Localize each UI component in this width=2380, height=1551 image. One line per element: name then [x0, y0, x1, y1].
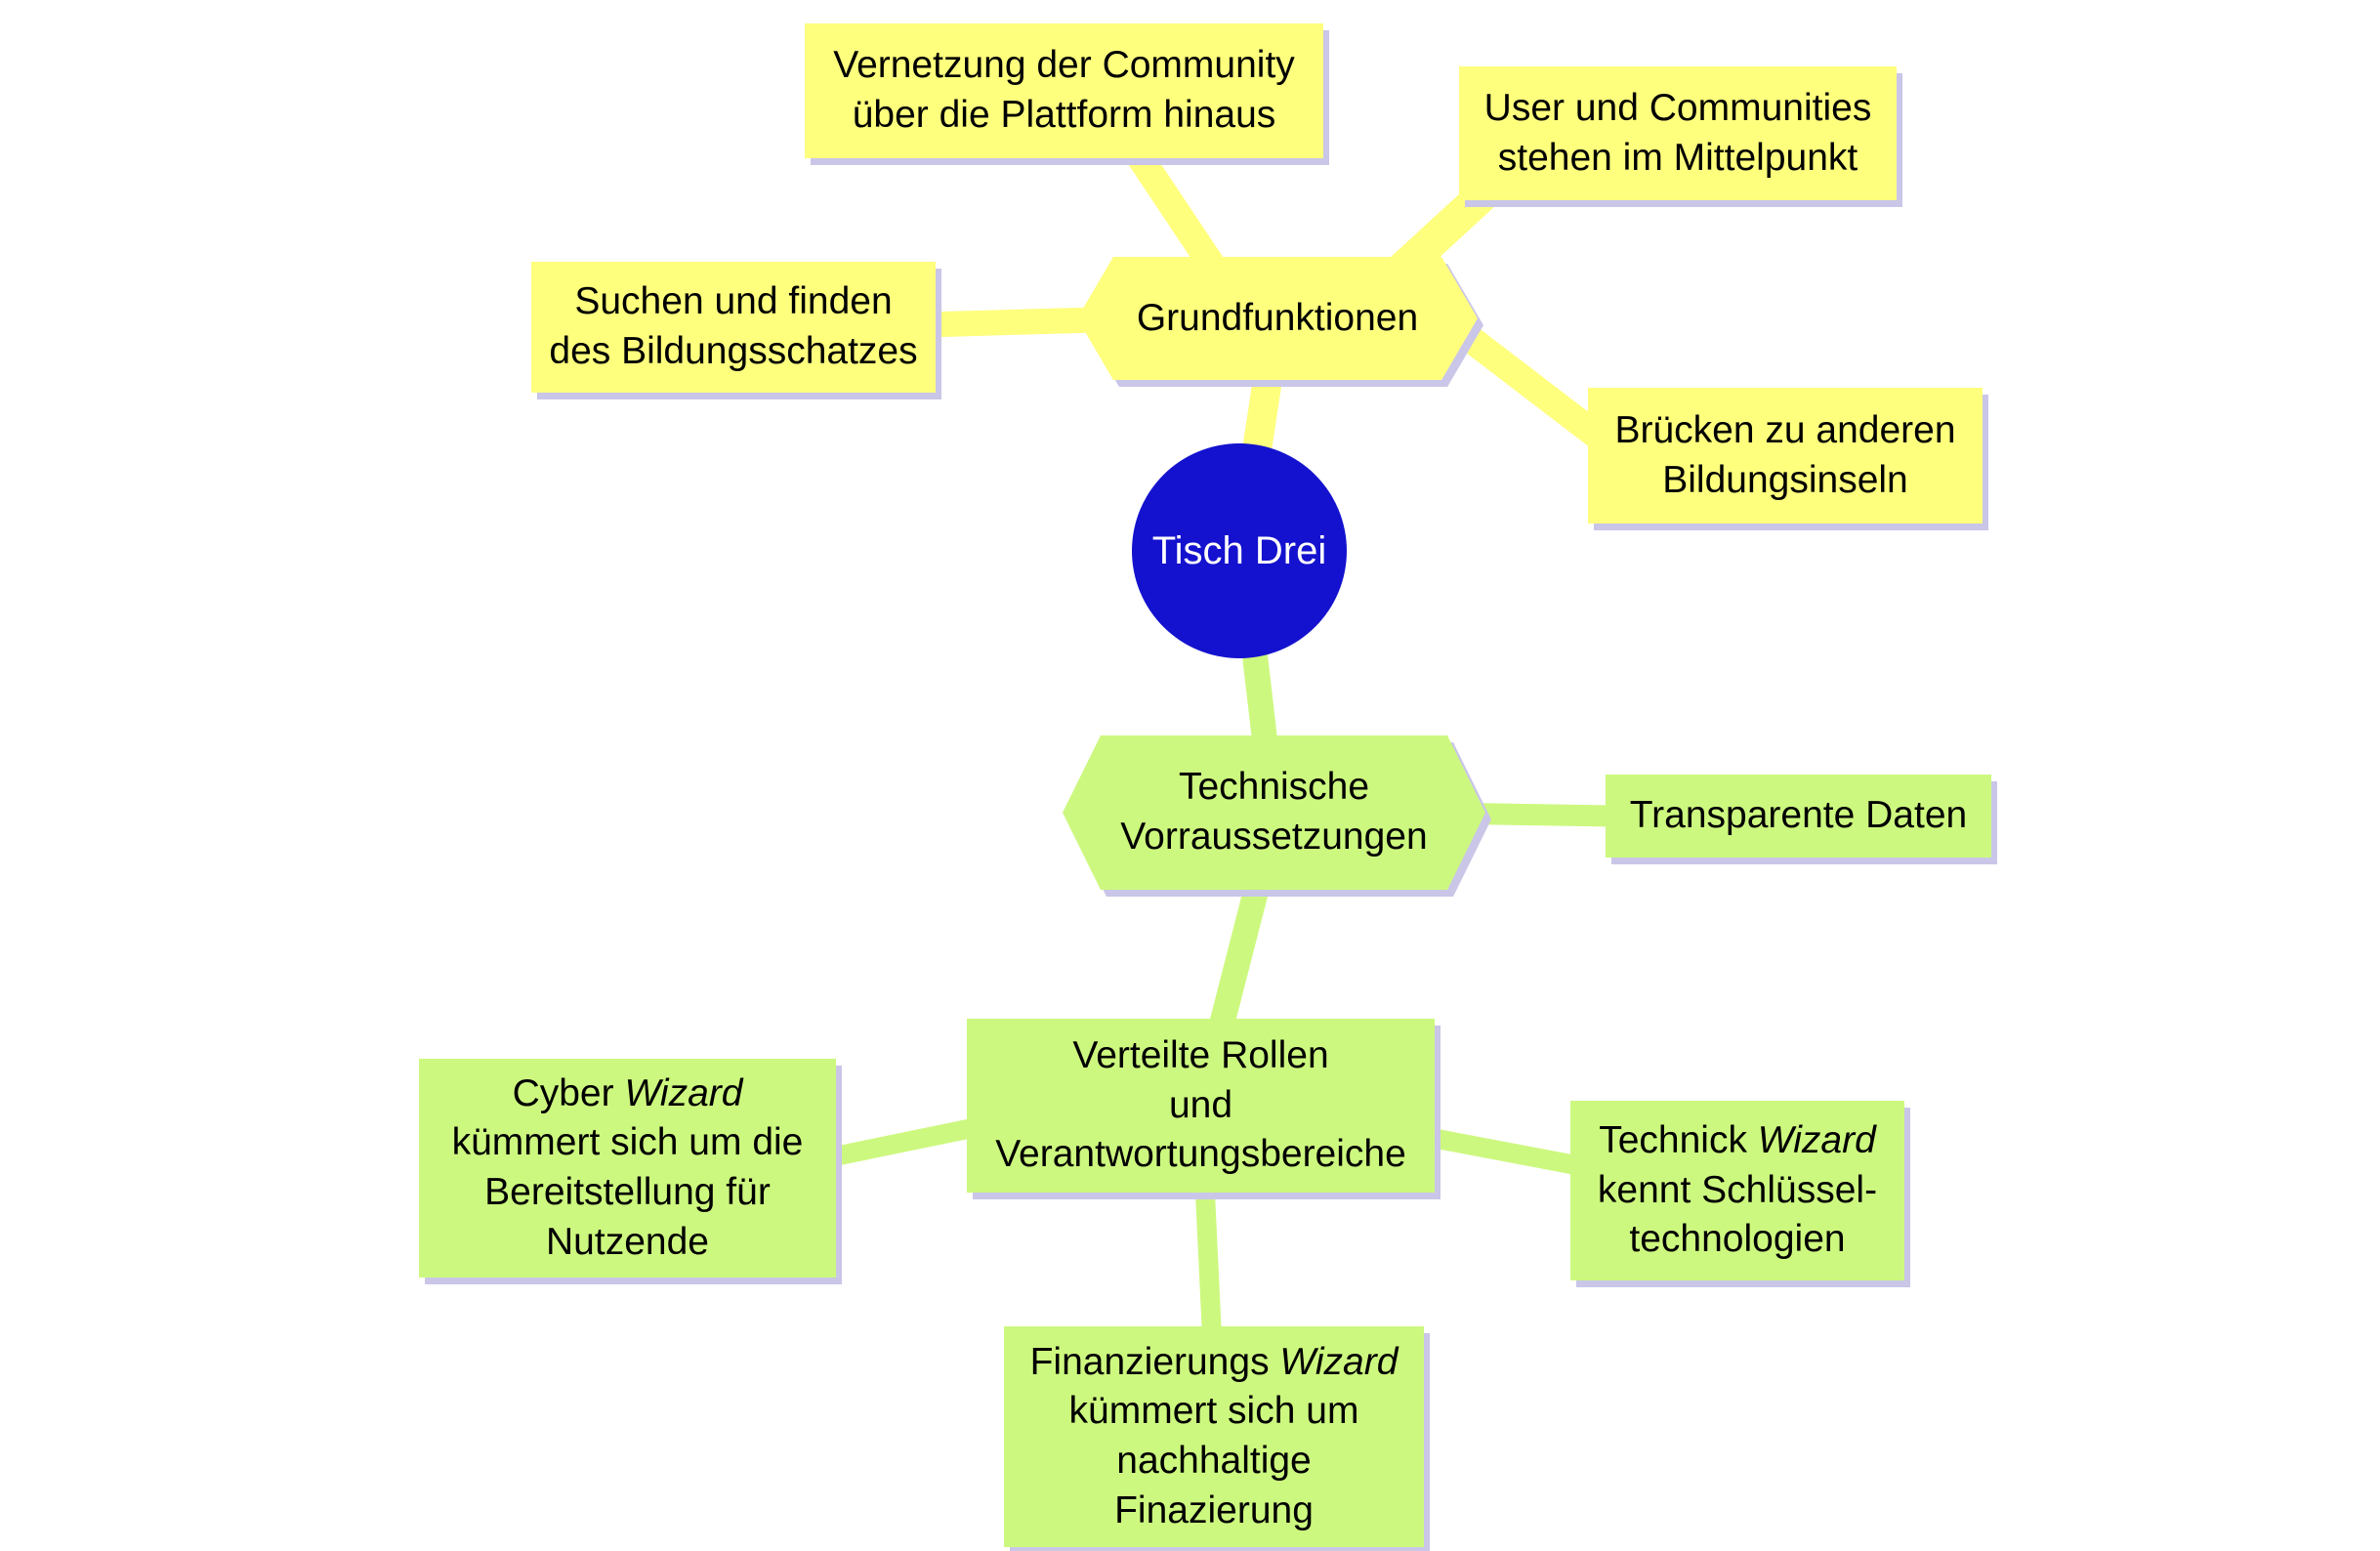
node-label-line: Bereitstellung für [484, 1171, 771, 1213]
wizard-word: Wizard [1757, 1118, 1876, 1161]
link-grundfunktionen-vernetzung [1119, 133, 1234, 292]
node-transparente-daten: Transparente Daten [1606, 775, 1991, 858]
node-label-line: stehen im Mittelpunkt [1497, 136, 1858, 179]
node-label-line: Suchen und finden [574, 280, 893, 323]
node-label-line: Transparente Daten [1629, 794, 1968, 837]
node-label-line: kümmert sich um die [451, 1121, 804, 1164]
node-label-line: Brücken zu anderen [1614, 408, 1956, 451]
node-label-line: User und Communities [1483, 86, 1872, 129]
node-label-line: Grundfunktionen [1136, 296, 1419, 339]
node-cyber-wizard: Cyber Wizard kümmert sich um die Bereits… [419, 1059, 836, 1278]
node-label-line: nachhaltige [1116, 1440, 1312, 1482]
node-label-line: technologien [1629, 1218, 1846, 1261]
node-label-line: kümmert sich um [1068, 1390, 1359, 1433]
node-finanzierungs-wizard: Finanzierungs Wizard kümmert sich um nac… [1004, 1326, 1424, 1547]
node-label-line: Finazierung [1114, 1488, 1314, 1531]
node-label-line: Vorraussetzungen [1120, 816, 1428, 858]
node-bruecken: Brücken zu anderen Bildungsinseln [1588, 388, 1983, 524]
node-grundfunktionen: Grundfunktionen [1077, 257, 1478, 380]
node-verteilte-rollen: Verteilte Rollen und Verantwortungsberei… [967, 1019, 1435, 1193]
node-suchen-finden: Suchen und finden des Bildungsschatzes [531, 262, 936, 393]
node-label-line: Technische [1178, 766, 1370, 809]
node-technick-wizard: Technick Wizard kennt Schlüssel- technol… [1570, 1101, 1904, 1280]
node-label-line: über die Plattform hinaus [852, 94, 1276, 136]
root-label: Tisch Drei [1151, 528, 1327, 572]
node-label-line: Nutzende [546, 1220, 709, 1263]
node-label-line: Verteilte Rollen [1072, 1033, 1329, 1076]
node-label-line: Bildungsinseln [1662, 458, 1908, 501]
node-technische-vorraussetzungen: Technische Vorraussetzungen [1063, 735, 1485, 890]
node-label-line: kennt Schlüssel- [1597, 1168, 1878, 1211]
node-label-line: Cyber Wizard [512, 1071, 743, 1114]
node-label-line: und [1168, 1083, 1233, 1126]
node-vernetzung: Vernetzung der Community über die Plattf… [805, 23, 1323, 158]
node-label-line: Verantwortungsbereiche [995, 1133, 1406, 1176]
node-label-line: Finanzierungs Wizard [1029, 1340, 1399, 1383]
node-label-line: Vernetzung der Community [833, 44, 1295, 87]
wizard-word: Wizard [624, 1071, 743, 1114]
node-user-communities: User und Communities stehen im Mittelpun… [1459, 66, 1897, 200]
node-tisch-drei-root: Tisch Drei [1132, 443, 1347, 658]
link-verteilte-technick [1397, 1123, 1611, 1180]
node-label-line: des Bildungsschatzes [549, 330, 918, 372]
node-label-line: Technick Wizard [1599, 1118, 1876, 1161]
wizard-word: Wizard [1279, 1340, 1399, 1383]
